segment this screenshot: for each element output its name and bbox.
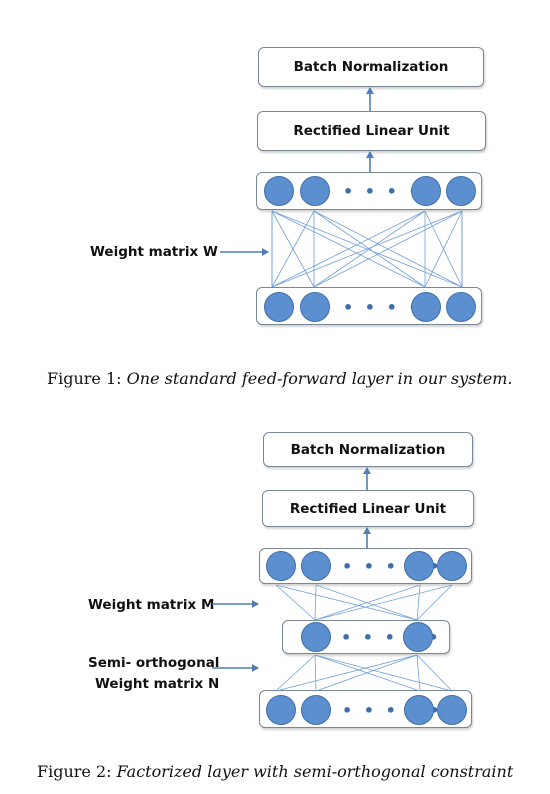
fig1-upper-node-layer: • • • • • — [256, 172, 482, 210]
fig1-relu-label: Rectified Linear Unit — [293, 123, 450, 139]
fig2-weight-n-connection — [416, 654, 421, 692]
fig2-weight-matrix-m-label: Weight matrix M — [88, 597, 215, 613]
fig1-lower-node — [264, 292, 294, 322]
fig2-weight-matrix-n-label-line2: Weight matrix N — [95, 676, 220, 692]
fig1-upper-node — [446, 176, 476, 206]
fig2-batch-normalization-label: Batch Normalization — [290, 441, 446, 458]
fig2-weight-m-connection — [275, 584, 418, 621]
fig1-weight-connection — [313, 210, 426, 288]
fig2-weight-m-connection — [314, 584, 317, 621]
fig2-upper-node — [301, 551, 331, 581]
fig2-relu-label: Rectified Linear Unit — [289, 500, 447, 517]
fig1-batch-normalization-label: Batch Normalization — [293, 59, 449, 75]
fig1-relu-box: Rectified Linear Unit — [257, 111, 486, 151]
fig2-upper-node — [437, 551, 467, 581]
fig2-upper-node — [404, 551, 434, 581]
fig1-weight-connection — [271, 210, 315, 288]
fig1-caption-prefix: Figure 1: — [47, 369, 122, 388]
fig1-upper-node — [411, 176, 441, 206]
fig2-weight-n-connection — [275, 654, 418, 692]
fig1-batch-normalization-box: Batch Normalization — [258, 47, 484, 87]
fig2-weight-n-connection — [416, 654, 453, 692]
fig1-upper-node — [264, 176, 294, 206]
fig2-batch-normalization-box: Batch Normalization — [263, 432, 473, 467]
fig2-lower-node — [266, 695, 296, 725]
fig2-weight-n-connection — [314, 654, 317, 692]
fig1-caption-text: One standard feed-forward layer in our s… — [126, 369, 513, 388]
fig1-weight-connection — [271, 210, 426, 288]
fig1-weight-connection — [424, 210, 463, 288]
fig2-weight-n-connection — [275, 654, 316, 692]
fig1-upper-node — [300, 176, 330, 206]
fig2-bottleneck-node-layer: • • • • • — [282, 620, 450, 654]
fig1-caption: Figure 1: One standard feed-forward laye… — [47, 369, 512, 388]
fig2-weight-m-connection — [275, 584, 316, 621]
fig2-weight-m-connection — [314, 584, 421, 621]
fig1-weight-connection — [271, 210, 463, 288]
fig1-weight-connection — [313, 210, 463, 288]
fig2-lower-node-layer: • • • • • — [259, 690, 472, 728]
fig2-weight-m-connection — [314, 584, 453, 621]
fig2-upper-node-layer: • • • • • — [259, 548, 472, 584]
fig2-bottleneck-node — [301, 622, 331, 652]
fig2-caption-text: Factorized layer with semi-orthogonal co… — [116, 762, 514, 781]
fig2-weight-matrix-n-label-line1: Semi- orthogonal — [88, 655, 220, 671]
fig2-caption-prefix: Figure 2: — [37, 762, 112, 781]
fig2-lower-node — [301, 695, 331, 725]
fig1-lower-node — [300, 292, 330, 322]
fig2-weight-m-connection — [416, 584, 421, 621]
fig2-upper-node — [266, 551, 296, 581]
fig2-bottleneck-node — [403, 622, 433, 652]
fig2-lower-node — [404, 695, 434, 725]
fig2-lower-node — [437, 695, 467, 725]
fig2-weight-n-connection — [314, 654, 453, 692]
fig2-weight-m-connection — [416, 584, 453, 621]
fig1-lower-node — [446, 292, 476, 322]
fig1-lower-node — [411, 292, 441, 322]
fig2-weight-n-connection — [315, 654, 418, 692]
fig2-relu-box: Rectified Linear Unit — [262, 490, 474, 527]
fig2-caption: Figure 2: Factorized layer with semi-ort… — [37, 762, 513, 781]
fig1-lower-node-layer: • • • • • — [256, 287, 482, 325]
fig1-weight-matrix-w-label: Weight matrix W — [90, 244, 218, 260]
